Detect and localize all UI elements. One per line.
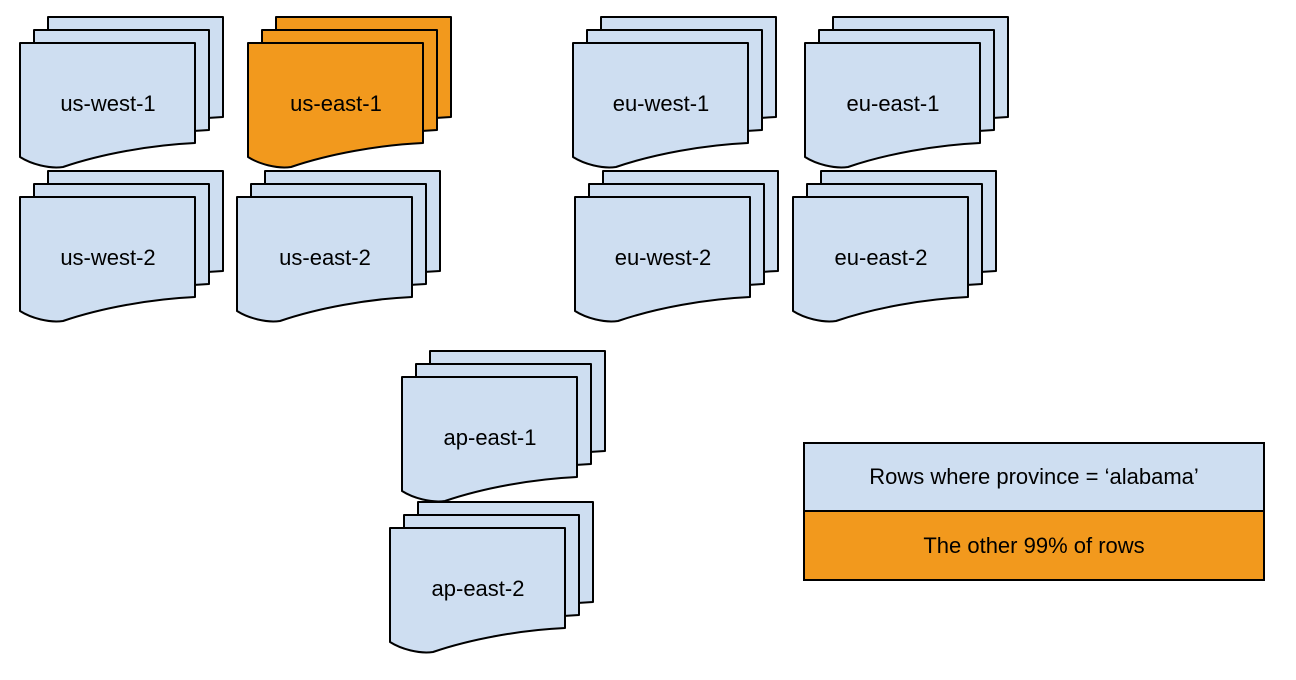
document-stack-icon bbox=[389, 501, 594, 654]
document-stack-icon bbox=[19, 170, 224, 323]
document-sheet-front bbox=[804, 42, 981, 169]
legend-item-other-rows: The other 99% of rows bbox=[803, 510, 1265, 581]
doc-stack-eu-east-2: eu-east-2 bbox=[792, 170, 998, 328]
doc-stack-us-east-2: us-east-2 bbox=[236, 170, 442, 328]
legend-label: Rows where province = ‘alabama’ bbox=[869, 464, 1199, 489]
document-stack-icon bbox=[792, 170, 997, 323]
doc-stack-ap-east-1: ap-east-1 bbox=[401, 350, 607, 508]
document-stack-icon bbox=[401, 350, 606, 503]
document-sheet-front bbox=[247, 42, 424, 169]
document-stack-icon bbox=[247, 16, 452, 169]
doc-stack-ap-east-2: ap-east-2 bbox=[389, 501, 595, 659]
doc-stack-us-west-2: us-west-2 bbox=[19, 170, 225, 328]
document-sheet-front bbox=[19, 42, 196, 169]
document-sheet-front bbox=[389, 527, 566, 654]
document-sheet-front bbox=[19, 196, 196, 323]
document-sheet-front bbox=[792, 196, 969, 323]
document-stack-icon bbox=[804, 16, 1009, 169]
document-stack-icon bbox=[236, 170, 441, 323]
doc-stack-us-east-1: us-east-1 bbox=[247, 16, 453, 174]
document-sheet-front bbox=[574, 196, 751, 323]
doc-stack-eu-east-1: eu-east-1 bbox=[804, 16, 1010, 174]
document-sheet-front bbox=[236, 196, 413, 323]
document-stack-icon bbox=[574, 170, 779, 323]
doc-stack-eu-west-2: eu-west-2 bbox=[574, 170, 780, 328]
document-sheet-front bbox=[401, 376, 578, 503]
doc-stack-eu-west-1: eu-west-1 bbox=[572, 16, 778, 174]
document-sheet-front bbox=[572, 42, 749, 169]
legend: Rows where province = ‘alabama’ The othe… bbox=[803, 442, 1265, 581]
doc-stack-us-west-1: us-west-1 bbox=[19, 16, 225, 174]
legend-label: The other 99% of rows bbox=[923, 532, 1145, 558]
legend-item-alabama-rows: Rows where province = ‘alabama’ bbox=[803, 442, 1265, 512]
document-stack-icon bbox=[572, 16, 777, 169]
document-stack-icon bbox=[19, 16, 224, 169]
